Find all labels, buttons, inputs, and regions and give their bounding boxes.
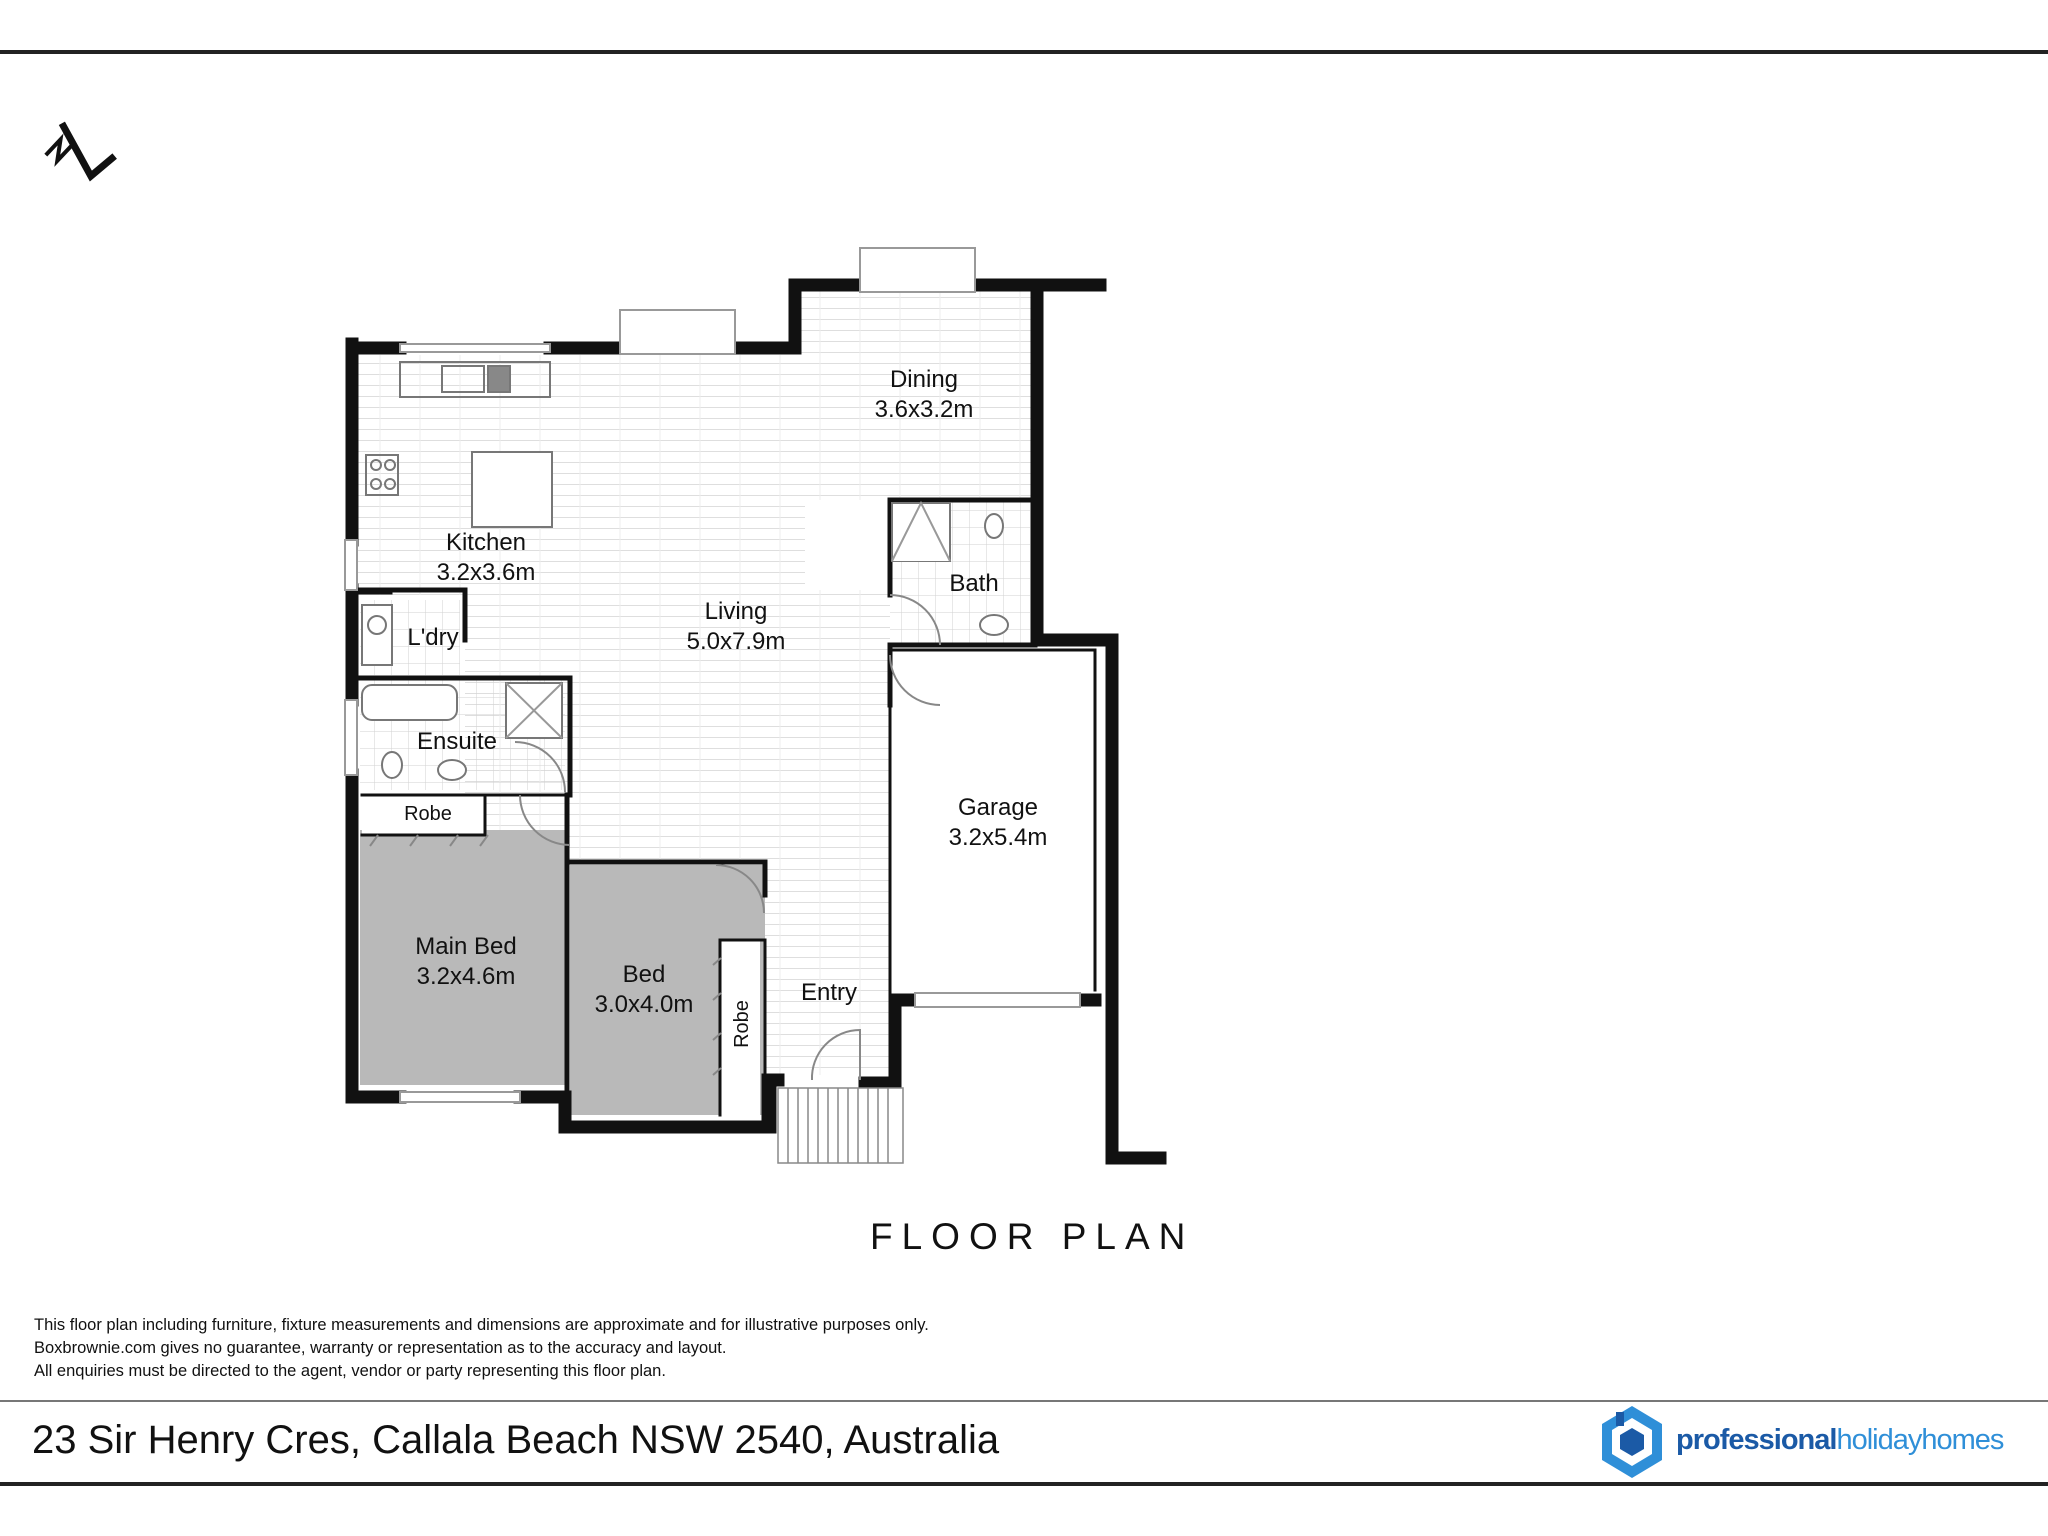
- plan-title: FLOOR PLAN: [870, 1216, 1195, 1257]
- logo-wordmark: professionalholidayhomes: [1676, 1424, 2004, 1457]
- company-logo: professionalholidayhomes: [1596, 1402, 2016, 1482]
- main-bed-fill: [360, 830, 565, 1085]
- room-label-main-bed: Main Bed: [415, 933, 516, 960]
- kitchen-fixtures: [365, 361, 553, 528]
- top-rule: [0, 50, 2048, 54]
- room-label-bath: Bath: [949, 570, 998, 597]
- logo-text-part1: professional: [1676, 1424, 1837, 1456]
- room-size-dining: 3.6x3.2m: [875, 396, 974, 423]
- disclaimer-line: All enquiries must be directed to the ag…: [34, 1362, 666, 1380]
- disclaimer-line: Boxbrownie.com gives no guarantee, warra…: [34, 1339, 727, 1357]
- room-label-garage: Garage: [958, 794, 1038, 821]
- entry-steps: [777, 1087, 904, 1164]
- house-logo-icon: [1602, 1406, 1662, 1478]
- door-swings: [369, 594, 941, 1081]
- disclaimer: This floor plan including furniture, fix…: [34, 1314, 929, 1383]
- room-size-kitchen: 3.2x3.6m: [437, 559, 536, 586]
- room-size-main-bed: 3.2x4.6m: [417, 963, 516, 990]
- floor-plan-diagram: Dining 3.6x3.2m Kitchen 3.2x3.6m Living …: [44, 121, 1167, 1165]
- room-label-living: Living: [705, 598, 768, 625]
- wet-area-fixtures: [361, 500, 1009, 781]
- room-label-dining: Dining: [890, 366, 958, 393]
- windows: [344, 247, 1081, 1103]
- walls: [345, 278, 1167, 1165]
- bottom-rule: [0, 1482, 2048, 1486]
- floor-fills: [355, 290, 1035, 1115]
- property-address: 23 Sir Henry Cres, Callala Beach NSW 254…: [32, 1418, 1000, 1462]
- room-label-robe-bed: Robe: [731, 1000, 753, 1048]
- footer-top-rule: [0, 1400, 2048, 1402]
- room-size-garage: 3.2x5.4m: [949, 824, 1048, 851]
- room-size-living: 5.0x7.9m: [687, 628, 786, 655]
- room-size-bed: 3.0x4.0m: [595, 991, 694, 1018]
- room-label-laundry: L'dry: [407, 624, 458, 651]
- north-arrow-icon: [44, 121, 117, 182]
- room-label-entry: Entry: [801, 979, 857, 1006]
- room-label-robe-main: Robe: [404, 803, 452, 825]
- room-label-ensuite: Ensuite: [417, 728, 497, 755]
- logo-text-part2: holidayhomes: [1836, 1424, 2004, 1456]
- room-label-kitchen: Kitchen: [446, 529, 526, 556]
- disclaimer-line: This floor plan including furniture, fix…: [34, 1316, 929, 1334]
- room-label-bed: Bed: [623, 961, 666, 988]
